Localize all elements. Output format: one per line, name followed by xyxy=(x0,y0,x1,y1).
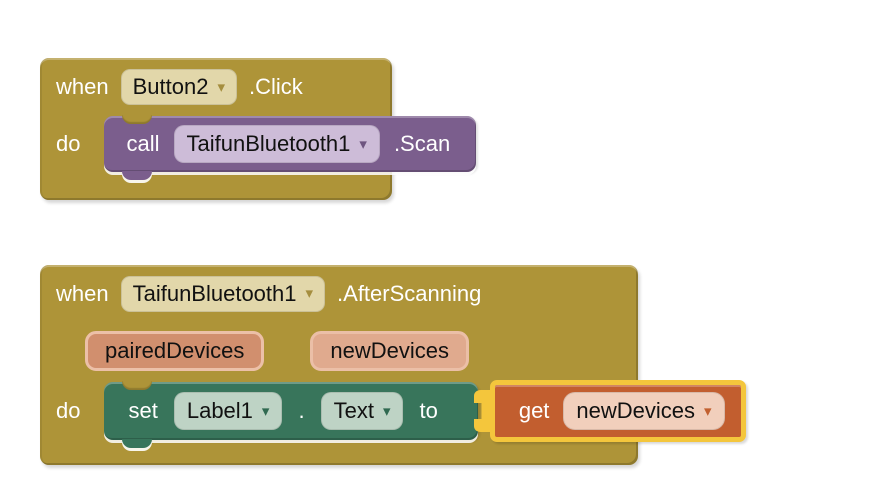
statement-notch-icon xyxy=(122,381,153,390)
output-plug-icon xyxy=(473,390,491,432)
variable-dropdown-value: newDevices xyxy=(576,398,696,423)
get-label: get xyxy=(518,398,550,423)
set-label1-text-block[interactable]: set Label1 ▾ . Text ▾ to xyxy=(104,381,478,448)
event-name-label: .AfterScanning xyxy=(337,280,482,306)
component-dropdown[interactable]: TaifunBluetooth1 ▾ xyxy=(120,275,326,312)
do-label: do xyxy=(56,398,81,423)
statement-bump-icon xyxy=(122,439,153,448)
do-slot: do set Label1 ▾ . Text ▾ to xyxy=(40,380,746,448)
to-label: to xyxy=(419,398,438,423)
dropdown-arrow-icon: ▾ xyxy=(261,402,270,420)
statement-notch-icon xyxy=(122,115,153,124)
event-header: when Button2 ▾ .Click xyxy=(40,58,303,116)
event-name-label: .Click xyxy=(248,74,303,99)
when-label: when xyxy=(56,280,109,306)
dropdown-arrow-icon: ▾ xyxy=(382,402,391,420)
dropdown-arrow-icon: ▾ xyxy=(305,285,314,302)
set-label: set xyxy=(128,398,158,423)
set-component-dropdown[interactable]: Label1 ▾ xyxy=(173,392,283,430)
call-scan-block[interactable]: call TaifunBluetooth1 ▾ .Scan xyxy=(104,115,477,180)
param-chip-newdevices[interactable]: newDevices xyxy=(310,331,470,371)
event-params-row: pairedDevices newDevices xyxy=(85,331,470,371)
method-name-label: .Scan xyxy=(393,131,451,156)
dropdown-arrow-icon: ▾ xyxy=(217,78,225,96)
method-component-dropdown[interactable]: TaifunBluetooth1 ▾ xyxy=(173,125,380,163)
event-block-afterscanning[interactable]: when TaifunBluetooth1 ▾ .AfterScanning p… xyxy=(40,265,746,465)
component-dropdown-value: Button2 xyxy=(132,74,209,99)
set-component-dropdown-value: Label1 xyxy=(186,398,253,423)
method-component-dropdown-value: TaifunBluetooth1 xyxy=(186,131,351,156)
event-block-button2-click[interactable]: when Button2 ▾ .Click do call TaifunBlue… xyxy=(40,58,477,200)
dropdown-arrow-icon: ▾ xyxy=(704,402,712,420)
statement-bump-icon xyxy=(122,171,153,180)
dropdown-arrow-icon: ▾ xyxy=(359,135,367,153)
when-label: when xyxy=(56,74,109,99)
param-chip-paireddevices[interactable]: pairedDevices xyxy=(85,331,265,371)
dot-label: . xyxy=(298,398,305,423)
property-dropdown-value: Text xyxy=(333,398,374,423)
event-header: when TaifunBluetooth1 ▾ .AfterScanning xyxy=(40,265,481,322)
variable-dropdown[interactable]: newDevices ▾ xyxy=(563,392,725,430)
get-newdevices-block[interactable]: get newDevices ▾ xyxy=(473,380,746,442)
do-label: do xyxy=(56,131,81,156)
call-label: call xyxy=(126,131,160,156)
property-dropdown[interactable]: Text ▾ xyxy=(320,392,404,430)
component-dropdown[interactable]: Button2 ▾ xyxy=(120,69,237,105)
do-slot: do call TaifunBluetooth1 ▾ .Scan xyxy=(40,115,477,180)
component-dropdown-value: TaifunBluetooth1 xyxy=(132,280,297,306)
